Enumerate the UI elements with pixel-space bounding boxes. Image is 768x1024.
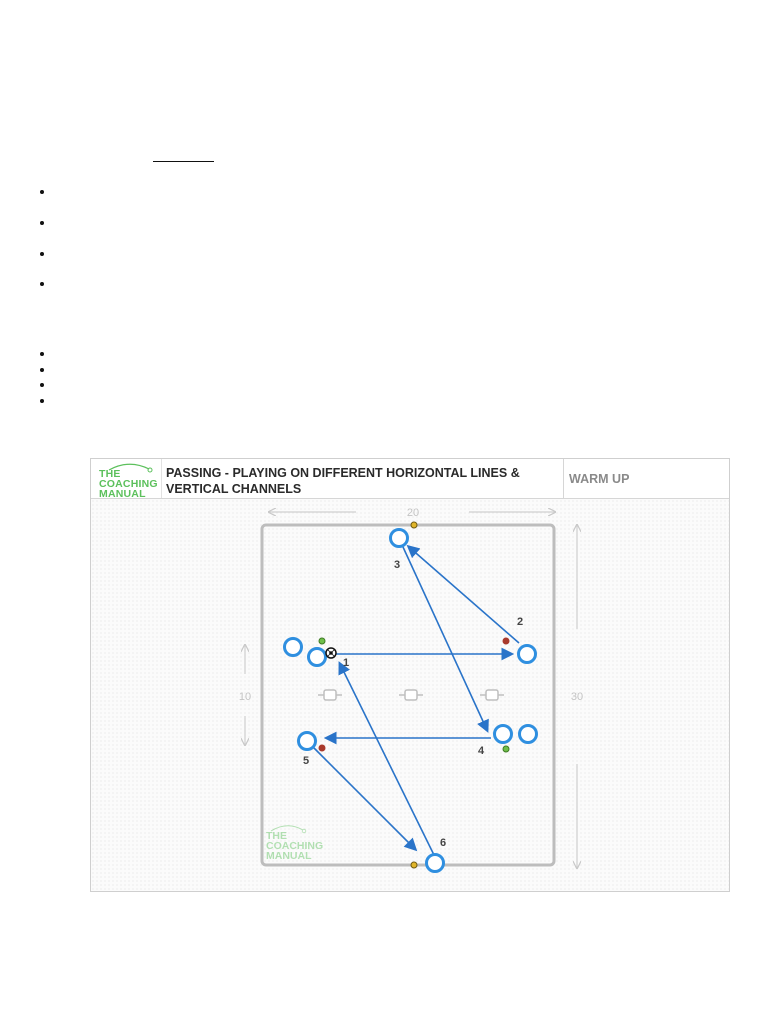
bullet-point bbox=[40, 368, 44, 372]
player-icon bbox=[493, 724, 513, 744]
pass-number: 3 bbox=[394, 559, 400, 571]
bullet-point bbox=[40, 221, 44, 225]
width-label: 20 bbox=[407, 507, 419, 519]
pitch-boundary bbox=[260, 523, 556, 867]
mini-goal-icon bbox=[480, 689, 504, 701]
pass-number: 4 bbox=[478, 745, 485, 757]
channel-label: 10 bbox=[239, 691, 251, 703]
coaching-manual-logo: THE COACHING MANUAL bbox=[95, 461, 165, 500]
player-icon bbox=[389, 528, 409, 548]
yellow-cone-icon bbox=[410, 861, 418, 869]
bullet-point bbox=[40, 282, 44, 286]
green-cone-icon bbox=[502, 745, 510, 753]
pass-line-2 bbox=[406, 544, 520, 644]
red-cone-icon bbox=[318, 744, 326, 752]
pass-line-6 bbox=[338, 661, 435, 856]
ball-icon bbox=[325, 647, 337, 659]
bullet-point bbox=[40, 383, 44, 387]
mini-goal-icon bbox=[399, 689, 423, 701]
bullet-point bbox=[40, 352, 44, 356]
player-icon bbox=[283, 637, 303, 657]
underlined-heading-rule bbox=[153, 161, 214, 162]
length-label: 30 bbox=[571, 691, 583, 703]
pass-number: 1 bbox=[343, 657, 349, 669]
pass-number: 5 bbox=[303, 755, 309, 767]
pass-number: 6 bbox=[440, 837, 446, 849]
header-divider bbox=[161, 459, 162, 498]
bullet-point bbox=[40, 399, 44, 403]
player-icon bbox=[517, 644, 537, 664]
player-icon bbox=[425, 853, 445, 873]
pass-number: 2 bbox=[517, 616, 523, 628]
player-icon bbox=[297, 731, 317, 751]
bullet-point bbox=[40, 190, 44, 194]
watermark-logo: THE COACHING MANUAL bbox=[266, 825, 326, 862]
bullet-point bbox=[40, 252, 44, 256]
player-icon bbox=[518, 724, 538, 744]
logo-arrow-icon bbox=[108, 463, 153, 473]
header-divider bbox=[563, 459, 564, 498]
pass-line-5 bbox=[312, 746, 418, 852]
diagram-title: PASSING - PLAYING ON DIFFERENT HORIZONTA… bbox=[166, 466, 520, 496]
session-phase-label: WARM UP bbox=[569, 472, 630, 486]
diagram-header: THE COACHING MANUAL PASSING - PLAYING ON… bbox=[91, 459, 729, 499]
drill-diagram-panel: THE COACHING MANUAL PASSING - PLAYING ON… bbox=[90, 458, 730, 892]
pass-line-3 bbox=[402, 546, 489, 733]
watermark-text: THE COACHING MANUAL bbox=[266, 830, 326, 862]
player-icon bbox=[307, 647, 327, 667]
red-cone-icon bbox=[502, 637, 510, 645]
logo-text: THE COACHING MANUAL bbox=[99, 468, 158, 500]
pitch-diagram: 20 30 10 bbox=[239, 507, 583, 873]
green-cone-icon bbox=[318, 637, 326, 645]
mini-goal-icon bbox=[318, 689, 342, 701]
yellow-cone-icon bbox=[410, 521, 418, 529]
